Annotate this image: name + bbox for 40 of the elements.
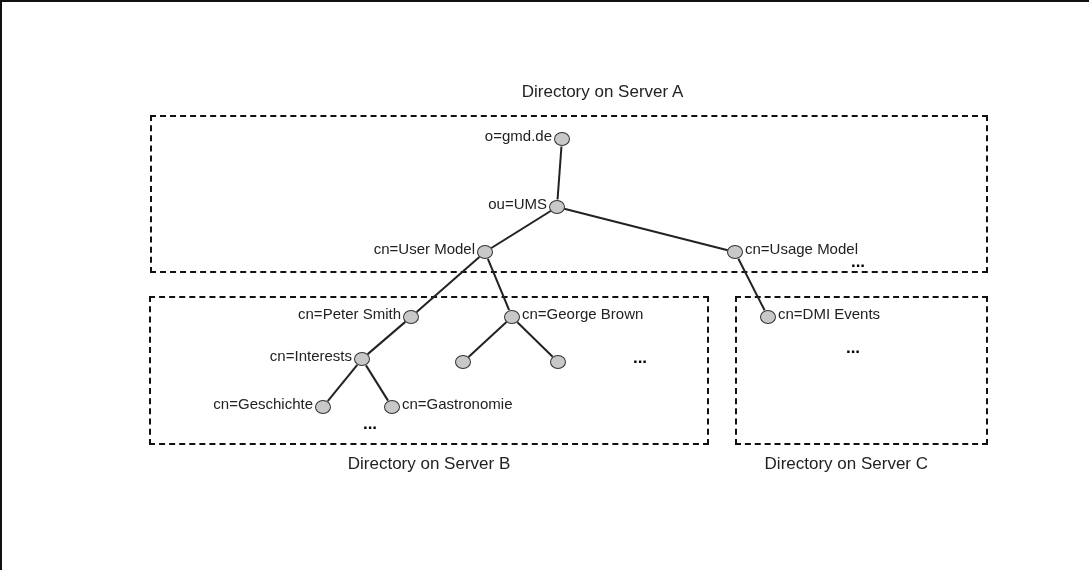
ellipsis-mark: ... bbox=[632, 352, 648, 364]
entry-label: o=gmd.de bbox=[484, 127, 552, 145]
tree-node bbox=[403, 310, 419, 324]
tree-edge bbox=[365, 364, 390, 402]
tree-edge bbox=[366, 320, 407, 356]
directory-heading: Directory on Server C bbox=[764, 454, 929, 474]
tree-edge bbox=[490, 210, 552, 250]
tree-node bbox=[504, 310, 520, 324]
directory-heading: Directory on Server A bbox=[521, 82, 684, 102]
tree-node bbox=[760, 310, 776, 324]
entry-label: cn=Usage Model bbox=[745, 240, 858, 258]
tree-node bbox=[554, 132, 570, 146]
tree-node bbox=[384, 400, 400, 414]
entry-label: cn=Peter Smith bbox=[298, 305, 401, 323]
tree-node bbox=[550, 355, 566, 369]
ellipsis-mark: ... bbox=[362, 418, 378, 430]
directory-heading: Directory on Server B bbox=[347, 454, 511, 474]
tree-node bbox=[455, 355, 471, 369]
entry-label: cn=Geschichte bbox=[213, 395, 313, 413]
entry-label: cn=Gastronomie bbox=[402, 395, 513, 413]
entry-label: ou=UMS bbox=[488, 195, 547, 213]
tree-edge bbox=[486, 257, 511, 312]
ellipsis-mark: ... bbox=[850, 256, 866, 268]
tree-edge bbox=[326, 363, 359, 403]
tree-node bbox=[477, 245, 493, 259]
tree-node bbox=[727, 245, 743, 259]
tree-edge bbox=[737, 257, 766, 312]
tree-edge bbox=[467, 321, 508, 358]
tree-edge bbox=[556, 145, 563, 201]
entry-label: cn=User Model bbox=[373, 240, 475, 258]
entry-label: cn=DMI Events bbox=[778, 305, 881, 323]
tree-edge bbox=[415, 255, 481, 314]
tree-edge bbox=[563, 207, 729, 252]
entry-label: cn=George Brown bbox=[522, 305, 644, 323]
tree-node bbox=[315, 400, 331, 414]
ellipsis-mark: ... bbox=[845, 342, 861, 354]
tree-edge bbox=[516, 321, 554, 358]
entry-label: cn=Interests bbox=[269, 347, 352, 365]
tree-node bbox=[549, 200, 565, 214]
tree-node bbox=[354, 352, 370, 366]
